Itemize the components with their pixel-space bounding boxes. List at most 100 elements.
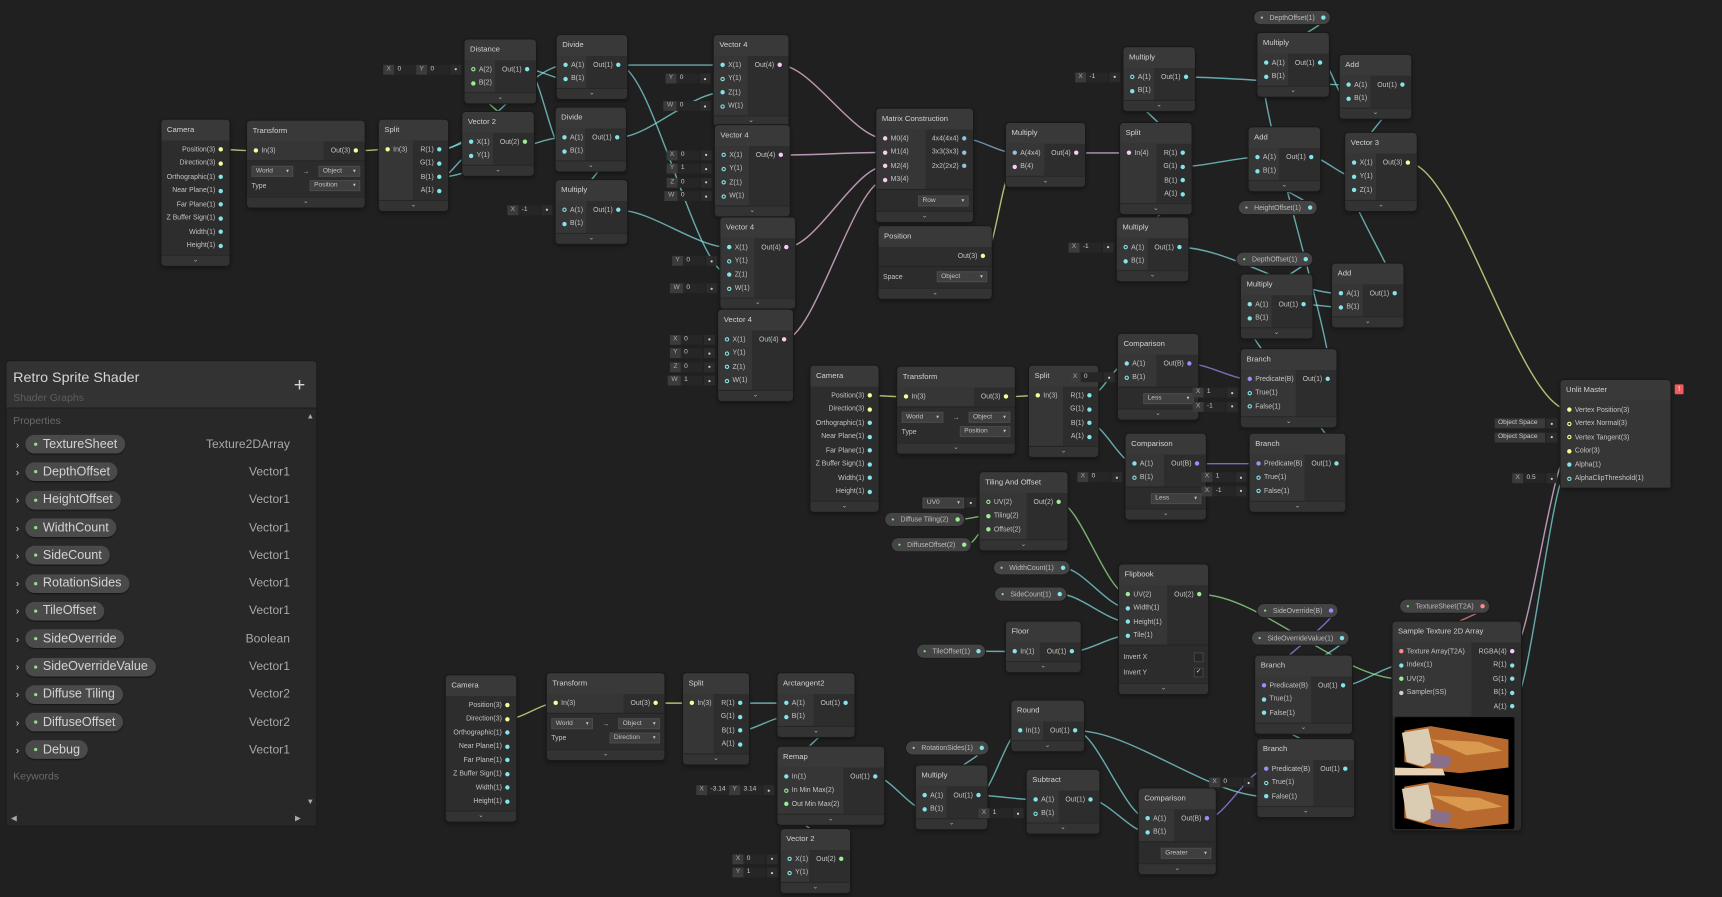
- output-port-near-plane[interactable]: Near Plane(1): [810, 430, 878, 444]
- port-dot-icon[interactable]: [562, 149, 567, 154]
- output-port-out[interactable]: Out(1): [821, 696, 855, 710]
- expand-chevron-icon[interactable]: ⌄: [464, 92, 536, 104]
- input-port-in[interactable]: In(1): [1011, 724, 1043, 738]
- port-dot-icon[interactable]: [1247, 404, 1252, 409]
- field-value-input[interactable]: 1: [743, 867, 766, 878]
- port-dot-icon[interactable]: [218, 243, 223, 248]
- property-pill[interactable]: SideOverrideValue: [25, 657, 156, 676]
- expand-chevron-icon[interactable]: ›: [15, 522, 20, 534]
- port-dot-icon[interactable]: [962, 163, 967, 169]
- expand-chevron-icon[interactable]: ⌄: [1240, 327, 1313, 339]
- port-dot-icon[interactable]: [253, 148, 259, 153]
- property-pill[interactable]: DiffuseOffset: [25, 712, 124, 732]
- port-dot-icon[interactable]: [867, 407, 872, 412]
- output-port-out[interactable]: Out(2): [1034, 495, 1068, 509]
- output-port-out[interactable]: Out(1): [1311, 457, 1345, 471]
- input-port-b[interactable]: B(1): [1241, 311, 1272, 325]
- port-dot-icon[interactable]: [787, 870, 792, 875]
- output-port-b[interactable]: B(1): [420, 170, 448, 184]
- port-dot-icon[interactable]: [1334, 461, 1339, 466]
- output-port-direction[interactable]: Direction(3): [446, 712, 516, 726]
- output-port-far-plane[interactable]: Far Plane(1): [161, 198, 229, 212]
- port-dot-icon[interactable]: [689, 700, 695, 706]
- output-port-height[interactable]: Height(1): [446, 795, 516, 809]
- from-space-dropdown[interactable]: World: [551, 718, 594, 730]
- port-dot-icon[interactable]: [784, 774, 789, 779]
- port-dot-icon[interactable]: [353, 148, 359, 153]
- input-port-a[interactable]: A(1): [1257, 56, 1288, 70]
- port-dot-icon[interactable]: [737, 742, 743, 747]
- port-dot-icon[interactable]: [1074, 150, 1079, 156]
- port-dot-icon[interactable]: [1125, 633, 1131, 638]
- field-value-input[interactable]: 1: [677, 163, 700, 174]
- inline-value-field[interactable]: X-1: [1068, 242, 1114, 253]
- port-dot-icon[interactable]: [962, 136, 967, 141]
- expand-chevron-icon[interactable]: ›: [15, 661, 20, 673]
- field-value-input[interactable]: 0: [1220, 777, 1243, 788]
- inline-value-field[interactable]: X-1: [1192, 401, 1238, 412]
- output-port-rgba[interactable]: RGBA(4): [1479, 645, 1521, 659]
- port-dot-icon[interactable]: [1317, 60, 1323, 66]
- input-port-m0[interactable]: M0(4): [876, 132, 925, 146]
- port-dot-icon[interactable]: [1124, 375, 1129, 380]
- input-port-a[interactable]: A(1)X-1: [1068, 241, 1148, 255]
- port-dot-icon[interactable]: [986, 499, 991, 505]
- port-dot-icon[interactable]: [1018, 728, 1023, 733]
- output-port-position[interactable]: Position(3): [446, 698, 516, 712]
- output-port-out[interactable]: Out(1): [1370, 287, 1404, 301]
- output-port-out[interactable]: Out(B): [1181, 812, 1216, 826]
- input-port-a[interactable]: A(1): [1249, 150, 1280, 164]
- output-port-out[interactable]: Out(4): [756, 148, 790, 162]
- input-port-in[interactable]: In(3): [1029, 389, 1063, 403]
- input-port-a[interactable]: A(1)X-1: [507, 203, 587, 217]
- output-port-a[interactable]: A(1): [721, 737, 749, 751]
- expand-chevron-icon[interactable]: ⌄: [1257, 805, 1355, 817]
- input-port-m1[interactable]: M1(4): [876, 146, 925, 160]
- port-dot-icon[interactable]: [721, 166, 726, 172]
- field-value-input[interactable]: 0: [683, 255, 706, 266]
- property-node-depthoffset[interactable]: DepthOffset(1): [1254, 10, 1331, 25]
- input-port-in[interactable]: In(4): [1120, 146, 1157, 160]
- port-dot-icon[interactable]: [1510, 649, 1515, 654]
- output-port-out[interactable]: Out(1): [1161, 70, 1195, 84]
- expand-chevron-icon[interactable]: ⌄: [1138, 863, 1216, 875]
- port-dot-icon[interactable]: [1325, 376, 1330, 382]
- expand-chevron-icon[interactable]: ⌄: [555, 232, 628, 244]
- field-value-input[interactable]: 1: [680, 375, 703, 386]
- input-port-b[interactable]: B(1): [1123, 84, 1154, 98]
- port-dot-icon[interactable]: [1351, 160, 1357, 166]
- control-dropdown[interactable]: Less: [1143, 392, 1194, 404]
- property-pill[interactable]: SideOverride: [25, 629, 125, 649]
- input-port-a[interactable]: A(1): [1340, 78, 1371, 92]
- field-value-input[interactable]: 0: [1088, 472, 1111, 483]
- property-node-diffuseoffset[interactable]: DiffuseOffset(2): [891, 538, 971, 552]
- node-transform[interactable]: TransformIn(3)Out(3)World→ObjectTypePosi…: [247, 120, 365, 208]
- input-port-x[interactable]: X(1): [462, 135, 493, 149]
- output-port-out[interactable]: Out(2): [1174, 588, 1208, 602]
- port-dot-icon[interactable]: [1261, 697, 1267, 702]
- output-port-3x3[interactable]: 3x3(3x3): [932, 146, 973, 160]
- inline-value-field[interactable]: X-1: [1201, 485, 1247, 496]
- port-dot-icon[interactable]: [1339, 635, 1345, 641]
- expand-chevron-icon[interactable]: ⌄: [979, 538, 1068, 550]
- port-dot-icon[interactable]: [1399, 690, 1404, 695]
- port-dot-icon[interactable]: [1256, 488, 1261, 494]
- uv-channel-dropdown[interactable]: UV0: [922, 496, 965, 508]
- port-dot-icon[interactable]: [218, 188, 223, 194]
